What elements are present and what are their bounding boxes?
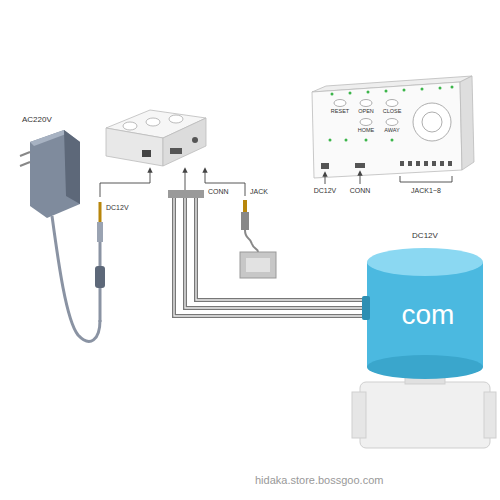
power-label: AC220V [22, 116, 52, 125]
port-label: JACK1~8 [411, 187, 441, 195]
port-label: DC12V [314, 187, 337, 195]
leader-lines [100, 170, 245, 197]
watermark: com [402, 300, 455, 331]
solenoid-valve [352, 248, 496, 448]
control-panel [312, 76, 474, 184]
button-label: CLOSE [383, 108, 402, 114]
power-adapter [20, 130, 105, 341]
plug-label: DC12V [106, 204, 129, 212]
watermark: hidaka.store.bossgoo.com [255, 474, 383, 486]
jack-label: JACK [250, 188, 268, 196]
button-label: RESET [331, 108, 349, 114]
button-label: AWAY [384, 127, 399, 133]
port-label: CONN [350, 187, 371, 195]
valve-wires [168, 190, 367, 316]
small-controller [106, 110, 206, 166]
button-label: OPEN [358, 108, 374, 114]
valve-label: DC12V [412, 232, 438, 241]
button-label: HOME [358, 127, 375, 133]
connector-label: CONN [208, 188, 229, 196]
jack-sensor [240, 200, 276, 278]
